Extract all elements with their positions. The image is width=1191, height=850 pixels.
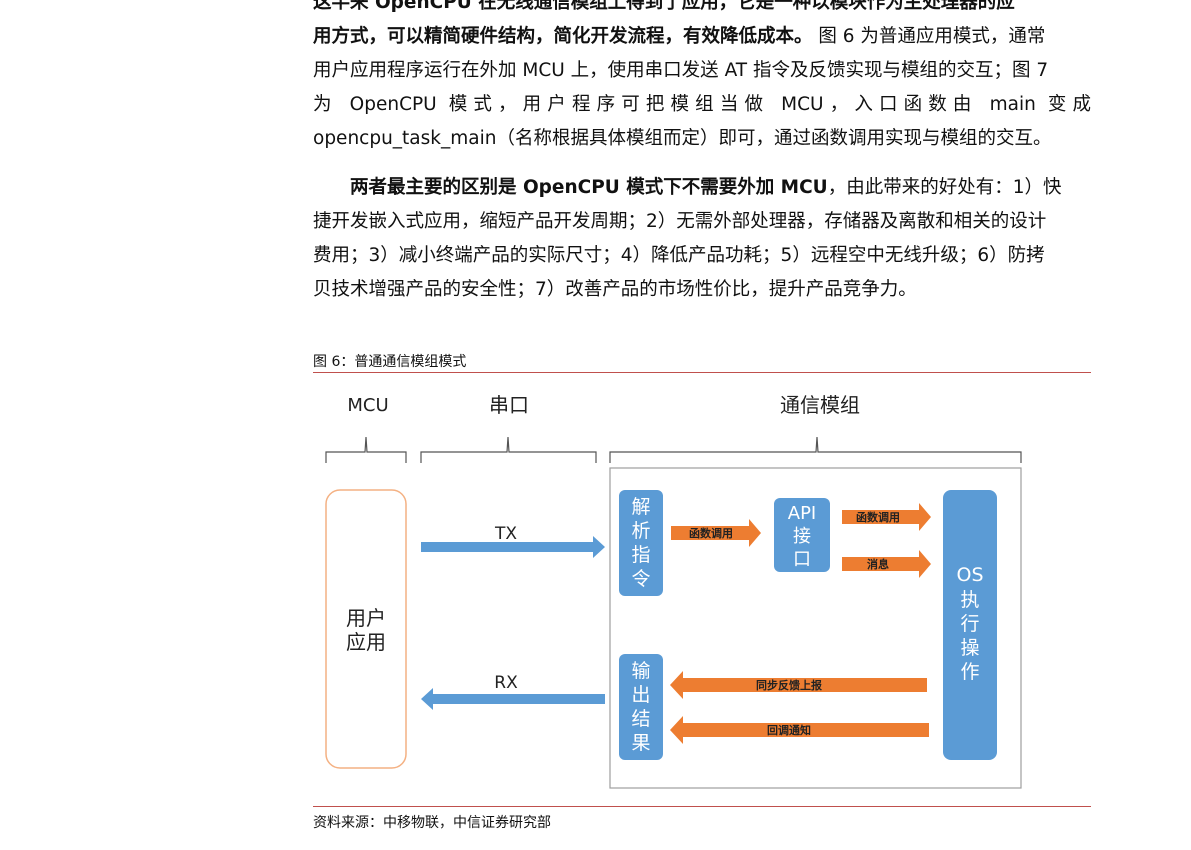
output-box bbox=[619, 654, 663, 760]
parse-box bbox=[619, 490, 663, 596]
output-box-char-0: 输 bbox=[631, 660, 650, 682]
paragraph-1-line-0: 这半来 OpenCPU 在无线通信模组上得到了应用，它是一种以模块作为主处理器的… bbox=[313, 0, 1091, 20]
arrow-callback bbox=[670, 716, 929, 744]
brace-mcu bbox=[325, 436, 407, 463]
paragraph-2-line-3: 贝技术增强产品的安全性；7）改善产品的市场性价比，提升产品竞争力。 bbox=[313, 279, 917, 300]
os-box-label-3: 操 bbox=[960, 637, 979, 659]
arrow-func-call-1-label: 函数调用 bbox=[689, 526, 733, 540]
arrow-func-call-2 bbox=[842, 503, 931, 531]
app-box-label-1: 应用 bbox=[346, 630, 386, 654]
api-box-label-1: 接 bbox=[793, 526, 811, 547]
tx-label: TX bbox=[494, 524, 517, 544]
api-box bbox=[774, 498, 830, 572]
brace-serial bbox=[420, 436, 597, 463]
output-box-char-3: 果 bbox=[631, 732, 650, 754]
paragraph-1: 这半来 OpenCPU 在无线通信模组上得到了应用，它是一种以模块作为主处理器的… bbox=[313, 0, 1091, 156]
figure-caption: 图 6：普通通信模组模式 bbox=[313, 354, 467, 370]
paragraph-2-line-0: 两者最主要的区别是 OpenCPU 模式下不需要外加 MCU，由此带来的好处有：… bbox=[313, 171, 1091, 205]
paragraph-2-line-2: 费用；3）减小终端产品的实际尺寸；4）降低产品功耗；5）远程空中无线升级；6）防… bbox=[313, 245, 1045, 266]
caption-rule bbox=[313, 372, 1091, 373]
api-box-label-0: API bbox=[788, 503, 816, 524]
arrow-message bbox=[842, 550, 931, 578]
brace-module bbox=[609, 436, 1022, 463]
arrow-callback-label: 回调通知 bbox=[767, 723, 811, 737]
os-box-label-1: 执 bbox=[960, 589, 979, 611]
bold-text: 用方式，可以精简硬件结构，简化开发流程，有效降低成本。 bbox=[313, 26, 813, 47]
output-box-char-1: 出 bbox=[631, 684, 650, 706]
arrow-func-call-2-label: 函数调用 bbox=[856, 510, 900, 524]
api-box-label-2: 口 bbox=[793, 549, 811, 570]
parse-box-char-1: 析 bbox=[631, 520, 650, 542]
header-module: 通信模组 bbox=[780, 393, 860, 417]
paragraph-1-line-1: 用方式，可以精简硬件结构，简化开发流程，有效降低成本。 图 6 为普通应用模式，… bbox=[313, 20, 1091, 54]
parse-box-char-2: 指 bbox=[631, 544, 650, 566]
source-rule bbox=[313, 806, 1091, 807]
tx-arrow bbox=[421, 536, 605, 558]
paragraph-1-line-2: 用户应用程序运行在外加 MCU 上，使用串口发送 AT 指令及反馈实现与模组的交… bbox=[313, 60, 1049, 81]
arrow-message-label: 消息 bbox=[867, 557, 889, 571]
arrow-func-call-1 bbox=[671, 519, 761, 547]
output-box-char-2: 结 bbox=[631, 708, 650, 730]
rx-label: RX bbox=[494, 673, 518, 693]
body-text: 图 6 为普通应用模式，通常 bbox=[812, 26, 1046, 47]
os-box bbox=[943, 490, 997, 760]
os-box-label-4: 作 bbox=[960, 661, 979, 683]
diagram: MCU 串口 通信模组 用户 应用 TX RX 解 析 指 令 输 出 结 果 … bbox=[325, 393, 1022, 789]
header-serial: 串口 bbox=[489, 393, 529, 417]
parse-box-char-3: 令 bbox=[631, 568, 650, 590]
os-box-label-2: 行 bbox=[960, 613, 979, 635]
bold-text: 两者最主要的区别是 OpenCPU 模式下不需要外加 MCU bbox=[350, 177, 828, 198]
arrow-sync-report bbox=[670, 671, 927, 699]
paragraph-2: 两者最主要的区别是 OpenCPU 模式下不需要外加 MCU，由此带来的好处有：… bbox=[313, 171, 1091, 307]
app-box bbox=[325, 489, 407, 769]
app-box-label-0: 用户 bbox=[346, 606, 386, 630]
body-text: ，由此带来的好处有：1）快 bbox=[827, 177, 1062, 198]
figure-source: 资料来源：中移物联，中信证券研究部 bbox=[313, 815, 551, 831]
paragraph-1-line-4: opencpu_task_main（名称根据具体模组而定）即可，通过函数调用实现… bbox=[313, 128, 1052, 149]
bold-text: 这半来 OpenCPU 在无线通信模组上得到了应用，它是一种以模块作为主处理器的… bbox=[313, 0, 1015, 13]
paragraph-2-line-1: 捷开发嵌入式应用，缩短产品开发周期；2）无需外部处理器，存储器及离散和相关的设计 bbox=[313, 211, 1047, 232]
parse-box-char-0: 解 bbox=[631, 496, 650, 518]
arrow-sync-report-label: 同步反馈上报 bbox=[756, 678, 823, 692]
header-mcu: MCU bbox=[347, 395, 388, 416]
rx-arrow bbox=[421, 688, 605, 710]
os-box-label-0: OS bbox=[956, 564, 983, 586]
module-frame bbox=[609, 467, 1022, 789]
paragraph-1-line-3: 为 OpenCPU 模式，用户程序可把模组当做 MCU，入口函数由 main 变… bbox=[313, 94, 1091, 115]
